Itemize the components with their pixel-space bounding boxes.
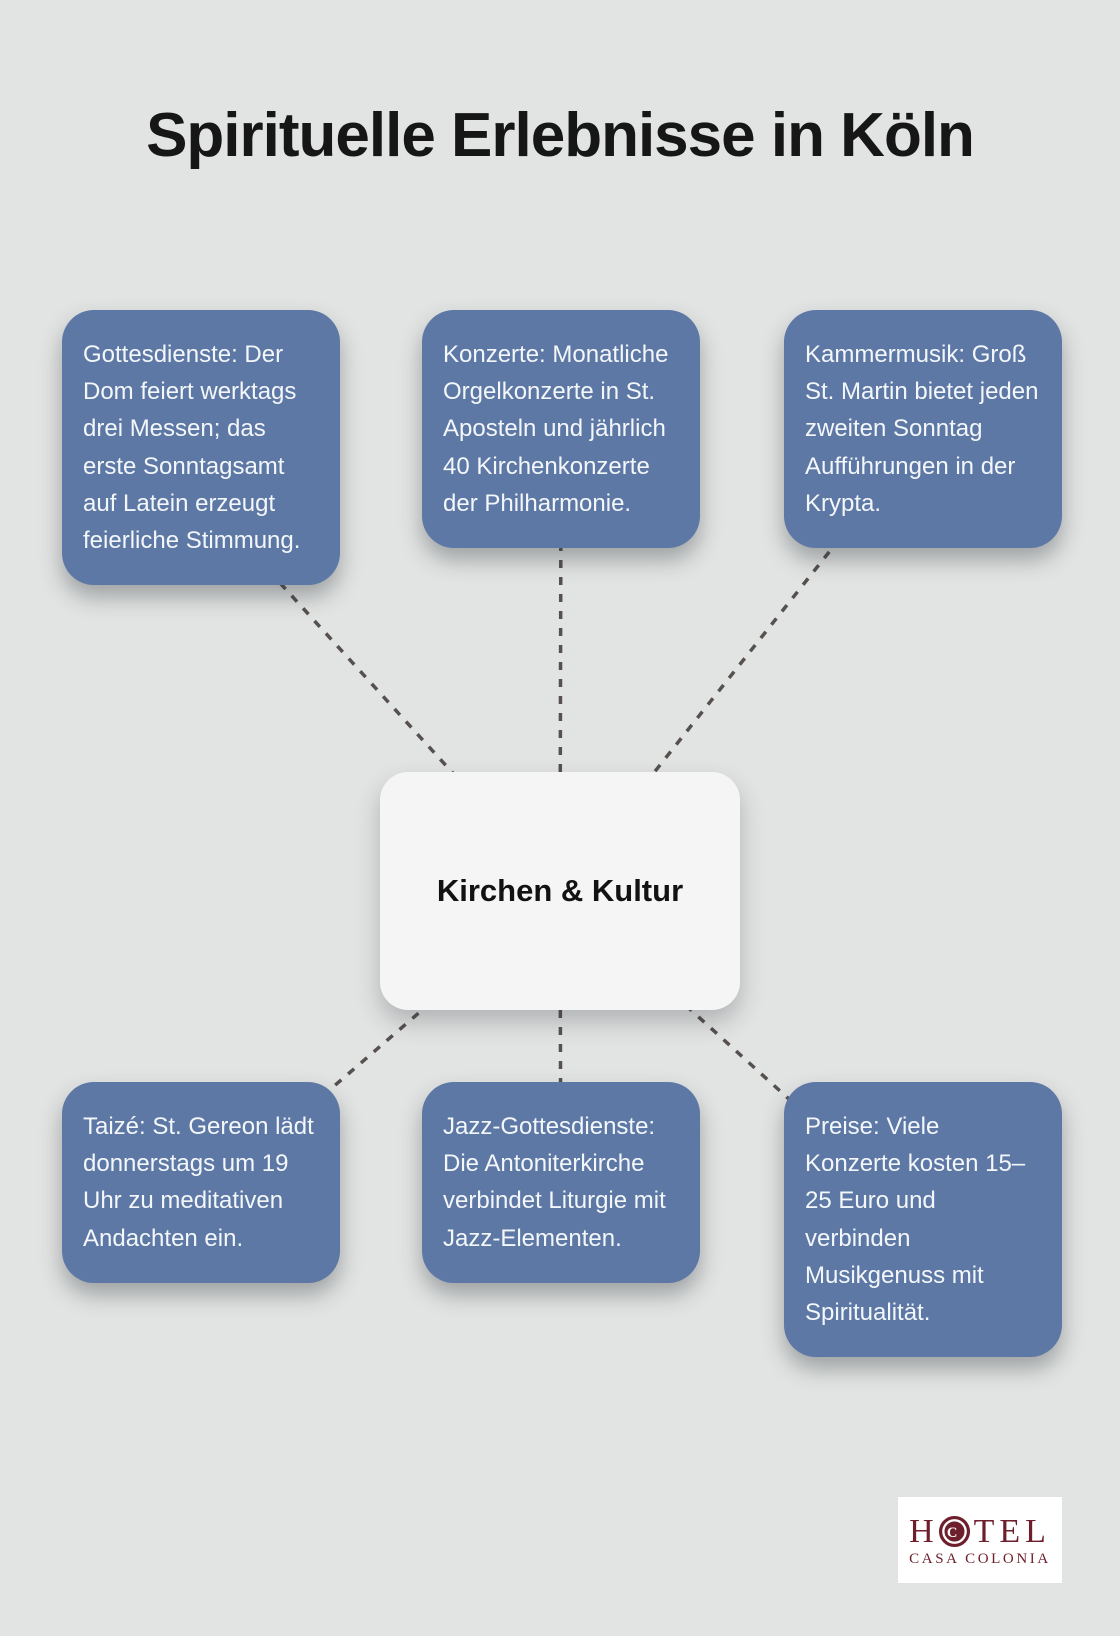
logo-word-start: H <box>909 1513 939 1550</box>
node-konzerte: Konzerte: Monatliche Orgelkonzerte in St… <box>422 310 700 548</box>
node-kammermusik: Kammermusik: Groß St. Martin bietet jede… <box>784 310 1062 548</box>
logo-subtitle: CASA COLONIA <box>909 1551 1051 1567</box>
node-jazz-gottesdienste: Jazz-Gottesdienste: Die Antoniterkirche … <box>422 1082 700 1283</box>
node-gottesdienste: Gottesdienste: Der Dom feiert werktags d… <box>62 310 340 586</box>
page-title: Spirituelle Erlebnisse in Köln <box>146 101 975 170</box>
logo-wordmark: H C TEL <box>909 1513 1051 1549</box>
center-node-kirchen-kultur: Kirchen & Kultur <box>380 772 740 1010</box>
emblem-letter: C <box>946 1524 961 1540</box>
hotel-casa-colonia-logo: H C TEL CASA COLONIA <box>898 1497 1062 1583</box>
casa-colonia-emblem-icon: C <box>938 1515 970 1547</box>
logo-word-end: TEL <box>973 1513 1051 1550</box>
center-node-label: Kirchen & Kultur <box>436 873 684 908</box>
connector-line <box>558 889 924 1222</box>
connector-line <box>558 433 924 893</box>
node-taize: Taizé: St. Gereon lädt donnerstags um 19… <box>62 1082 340 1283</box>
node-preise: Preise: Viele Konzerte kosten 15–25 Euro… <box>784 1082 1062 1358</box>
